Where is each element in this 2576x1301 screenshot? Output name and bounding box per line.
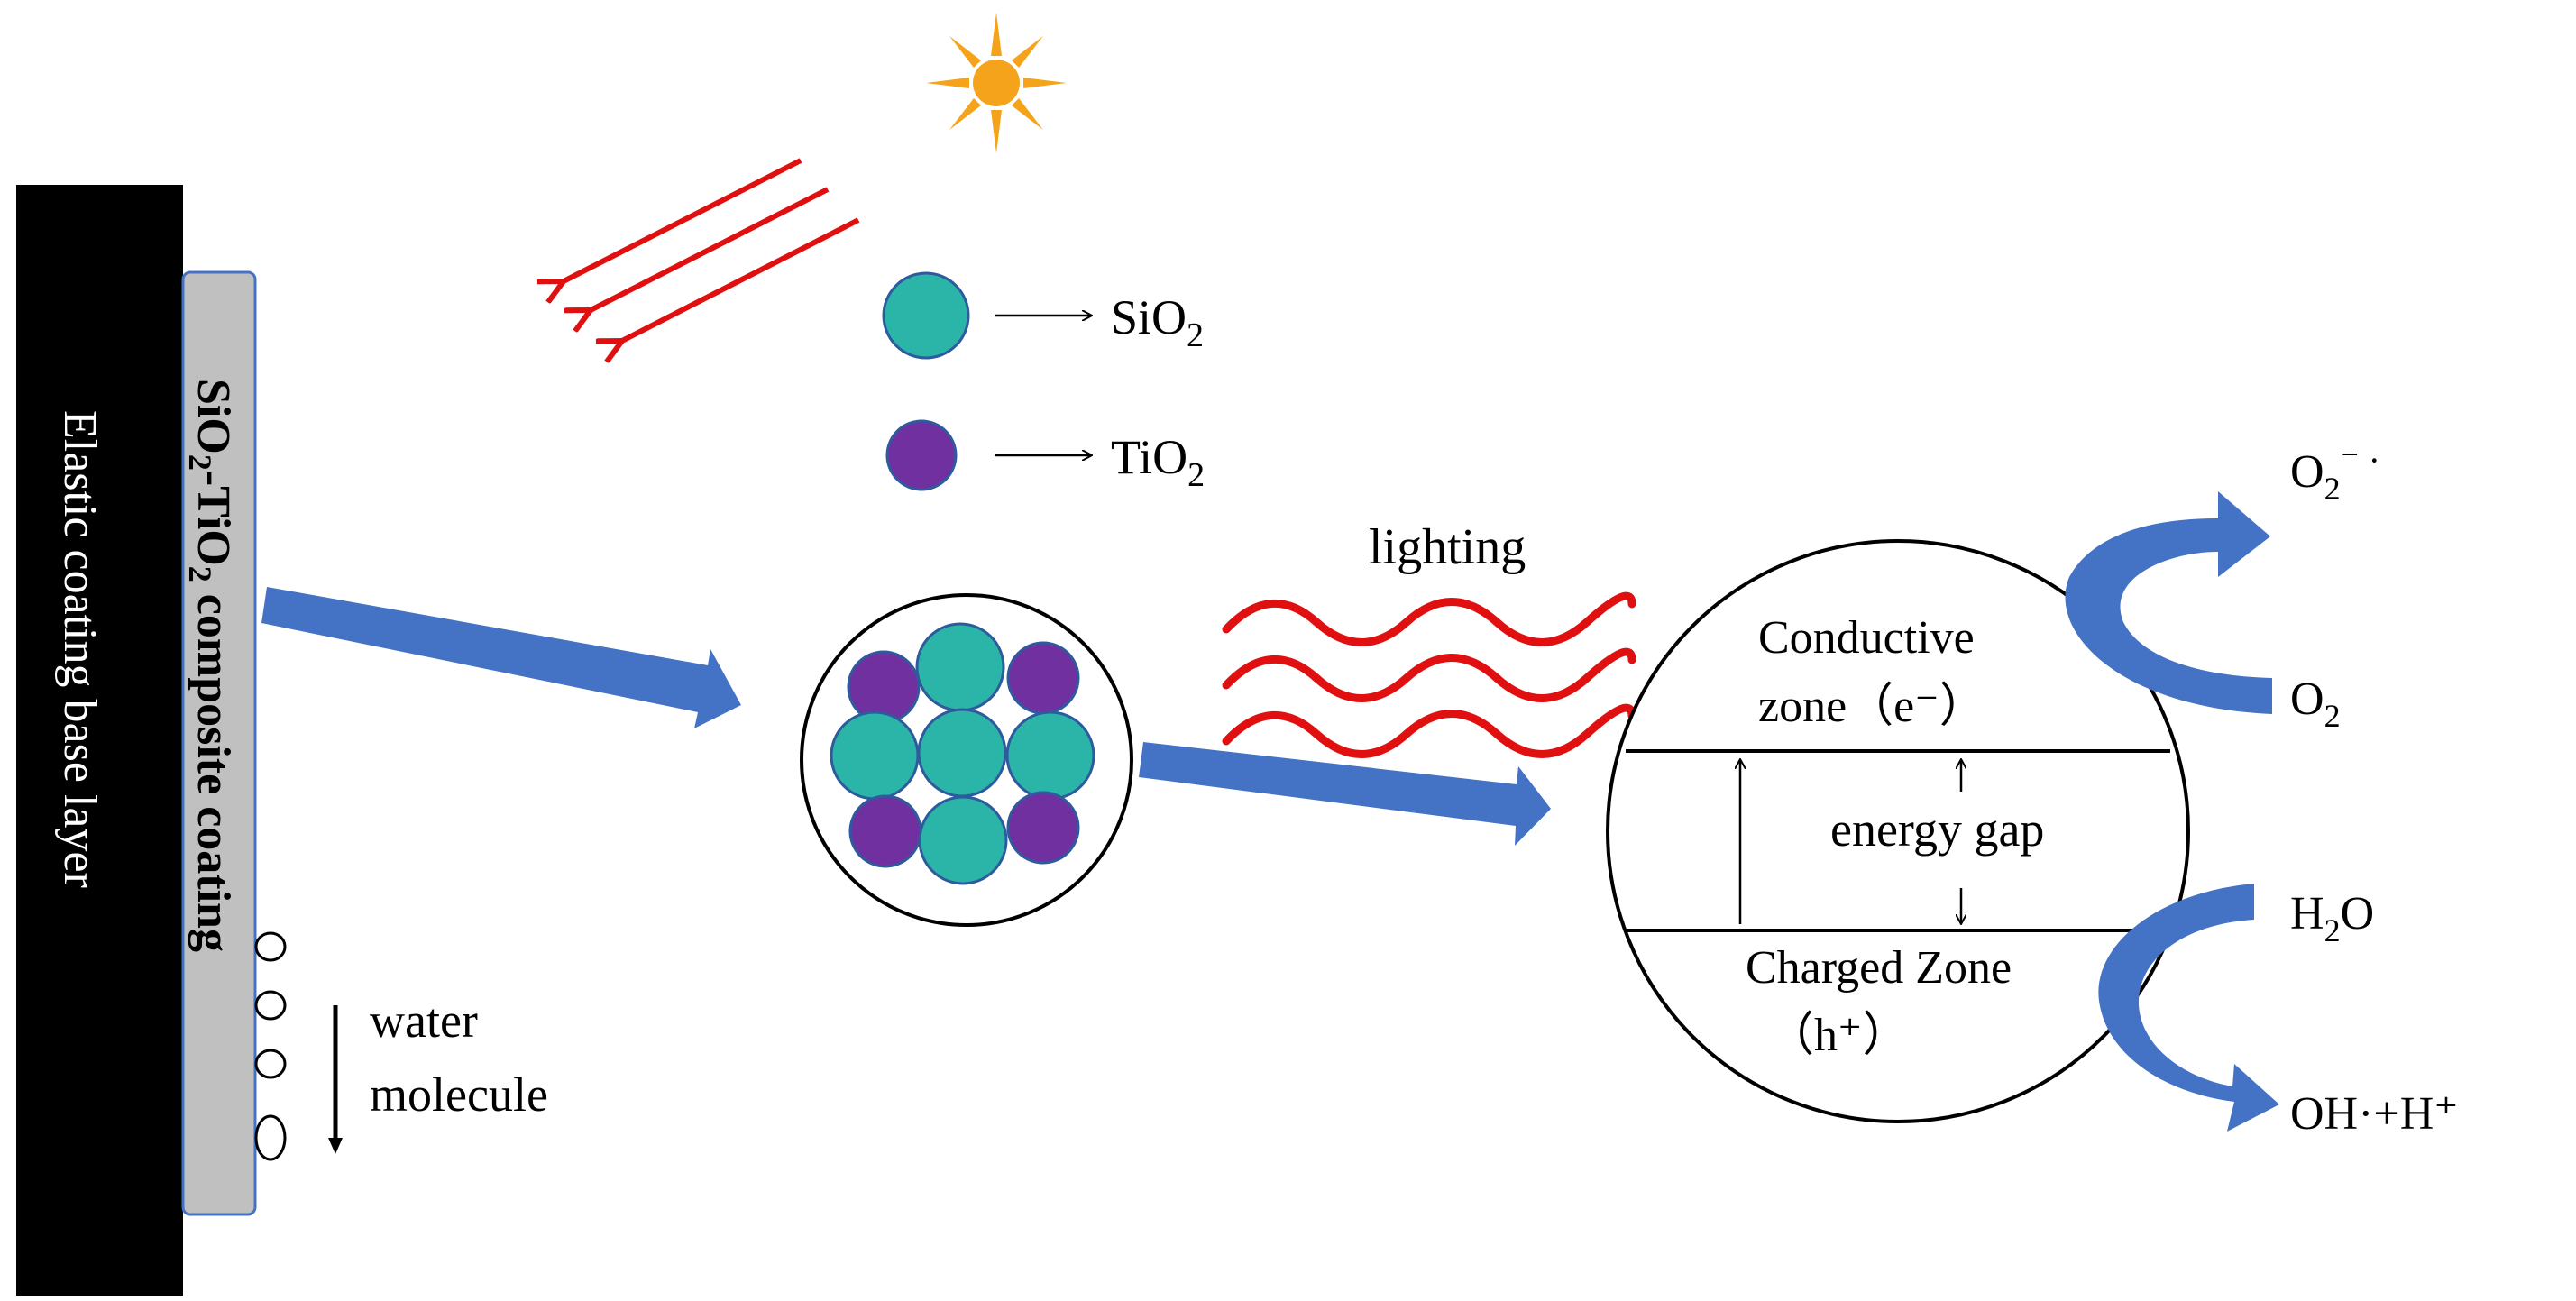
sio2-particle: [917, 708, 1007, 798]
hydroxyl-label: OH·+H⁺: [2290, 1088, 2459, 1140]
sio2-particle: [1005, 710, 1095, 801]
light-wave: [1222, 703, 1636, 758]
lighting-label: lighting: [1369, 519, 1526, 575]
water-droplet: [254, 1049, 287, 1079]
water-down-arrow: [328, 1005, 343, 1154]
sun-icon: [926, 13, 1067, 153]
blue-arrow-coating-to-particles: [261, 587, 741, 728]
particle-cluster: [800, 593, 1133, 927]
energy-gap-label: energy gap: [1830, 802, 2044, 857]
base-layer: Elastic coating base layer: [16, 185, 183, 1296]
curved-arrow-o2: [2065, 491, 2272, 714]
wave-icon: [1222, 591, 1636, 758]
oxygen-label: O2: [2290, 673, 2341, 734]
composite-coating: SiO2-TiO2 composite coating: [181, 270, 257, 1216]
water-droplet: [254, 931, 287, 962]
tio2-particle: [1006, 791, 1080, 865]
tio2-particle: [1006, 641, 1080, 715]
tio2-particle-icon: [885, 419, 958, 491]
curved-arrow-h2o: [2098, 884, 2279, 1132]
composite-coating-label: SiO2-TiO2 composite coating: [182, 379, 239, 952]
legend-sio2: SiO2: [882, 271, 1204, 360]
charged-zone-label: Charged Zone: [1746, 942, 2012, 994]
sio2-particle: [830, 710, 920, 801]
blue-arrow-particles-to-band: [1139, 742, 1551, 846]
light-ray-arrows: [564, 158, 860, 341]
light-wave: [1222, 591, 1636, 646]
sio2-particle: [915, 622, 1005, 712]
light-ray: [591, 187, 830, 310]
conductive-zone-label: zone（e⁻）: [1758, 681, 1986, 732]
conductive-label: Conductive: [1758, 612, 1975, 664]
legend-sio2-label: SiO2: [1111, 290, 1204, 354]
water-droplet: [254, 990, 287, 1021]
legend-tio2-label: TiO2: [1111, 430, 1205, 494]
molecule-label: molecule: [370, 1067, 548, 1122]
light-wave: [1222, 647, 1636, 702]
sio2-particle: [918, 795, 1008, 885]
light-ray: [622, 217, 860, 341]
water-molecules: [254, 931, 287, 1161]
hole-label: （h⁺）: [1767, 1010, 1909, 1061]
base-layer-label: Elastic coating base layer: [54, 410, 105, 888]
sio2-particle-icon: [882, 271, 970, 360]
light-ray: [564, 158, 802, 281]
water-droplet: [254, 1114, 287, 1161]
superoxide-label: O2⁻ ·: [2290, 440, 2380, 507]
tio2-particle: [847, 650, 921, 724]
water-formula-label: H2O: [2290, 888, 2374, 948]
tio2-particle: [848, 794, 922, 868]
band-diagram: Conductive zone（e⁻） energy gap Charged Z…: [1606, 539, 2190, 1123]
legend-tio2: TiO2: [885, 419, 1205, 494]
water-label: water: [370, 994, 478, 1048]
